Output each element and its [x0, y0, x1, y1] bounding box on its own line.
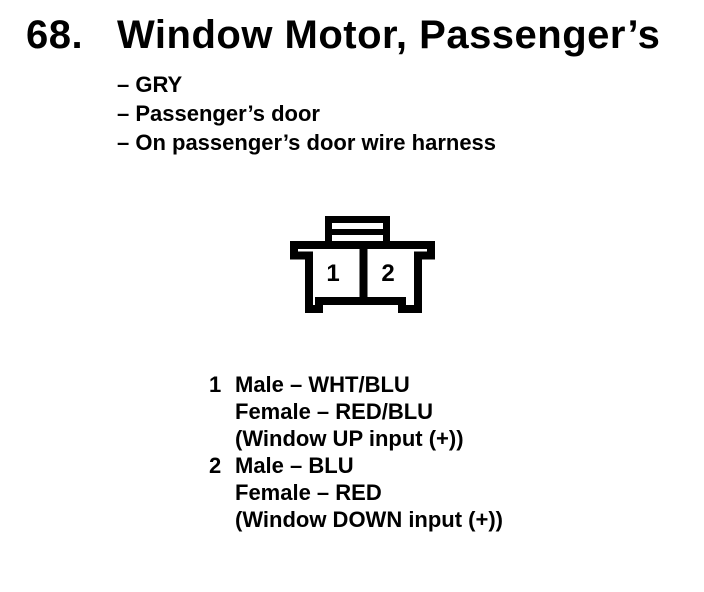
- pin-1-number: 1: [209, 372, 222, 397]
- pin-1-female-wire: Female – RED/BLU: [235, 399, 434, 424]
- pin-2-lines: Male – BLU Female – RED (Window DOWN inp…: [235, 452, 503, 533]
- detail-line-location: – Passenger’s door: [117, 101, 320, 126]
- pin-1-lines: Male – WHT/BLU Female – RED/BLU (Window …: [235, 371, 464, 452]
- pin-2-female-wire: Female – RED: [235, 480, 382, 505]
- pin-1-function: (Window UP input (+)): [235, 426, 464, 451]
- pin-2-male-wire: Male – BLU: [235, 453, 354, 478]
- item-number: 68.: [26, 13, 84, 57]
- detail-line-color: – GRY: [117, 72, 183, 97]
- pin-2-number: 2: [209, 453, 222, 478]
- pin-2-function: (Window DOWN input (+)): [235, 507, 504, 532]
- pin-1-male-wire: Male – WHT/BLU: [235, 372, 410, 397]
- pin-entry-2: 2 Male – BLU Female – RED (Window DOWN i…: [209, 452, 503, 533]
- cavity-1-label: 1: [326, 260, 339, 287]
- pin-entry-1: 1 Male – WHT/BLU Female – RED/BLU (Windo…: [209, 371, 503, 452]
- page-title: Window Motor, Passenger’s: [117, 13, 661, 57]
- cavity-2-label: 2: [381, 260, 394, 287]
- connector-detail-list: – GRY – Passenger’s door – On passenger’…: [117, 70, 496, 157]
- pin-description-list: 1 Male – WHT/BLU Female – RED/BLU (Windo…: [209, 371, 503, 533]
- connector-diagram: 1 2: [290, 216, 435, 313]
- detail-line-harness: – On passenger’s door wire harness: [117, 130, 497, 155]
